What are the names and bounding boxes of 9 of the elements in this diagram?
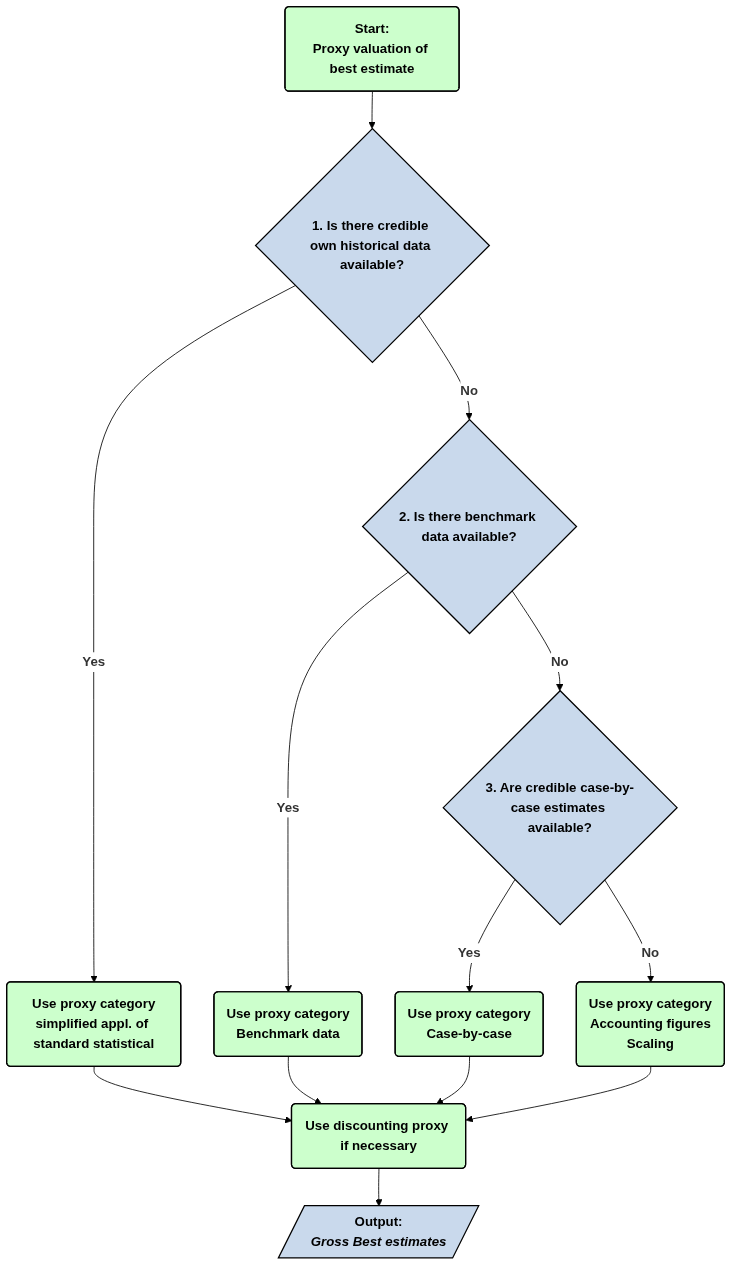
- node-diamond: 2. Is there benchmark data available?: [361, 418, 578, 635]
- edge-label: Yes: [457, 945, 481, 960]
- edge-label: No: [460, 383, 478, 398]
- edge-label: Yes: [82, 654, 106, 669]
- edge-label: No: [641, 945, 660, 960]
- node-diamond: 3. Are credible case-by-case estimates available?: [442, 689, 678, 926]
- node-diamond: 1. Is there credible own historical data available?: [254, 127, 491, 364]
- edge-label: Yes: [276, 800, 300, 815]
- edge-label: No: [550, 654, 569, 669]
